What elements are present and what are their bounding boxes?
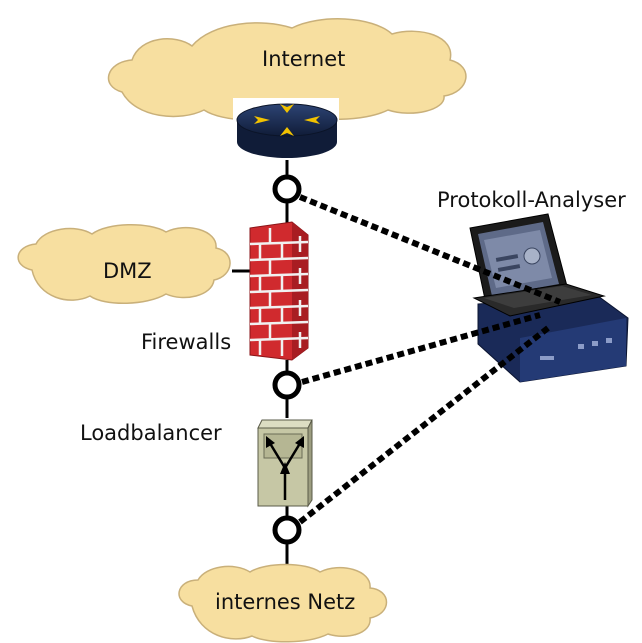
firewalls-label: Firewalls [141,330,232,354]
tap-node-3 [272,515,302,545]
tap-node-1 [272,174,302,204]
loadbalancer-icon [257,419,313,508]
dmz-cloud [17,224,231,304]
monitor-link-tap2 [301,312,541,385]
internal-network-cloud [178,563,388,643]
internet-label: Internet [262,47,346,71]
monitor-links [298,194,562,525]
loadbalancer-label: Loadbalancer [80,421,222,445]
dmz-label: DMZ [103,259,152,283]
firewall-icon [249,221,309,361]
protocol-analyzer-label: Protokoll-Analyser [437,188,626,212]
monitor-link-tap1 [298,194,562,305]
internal-network-label: internes Netz [215,590,356,614]
router-icon [233,98,339,158]
tap-node-2 [272,370,302,400]
solid-connections [232,160,289,566]
monitor-link-tap3 [298,325,550,525]
